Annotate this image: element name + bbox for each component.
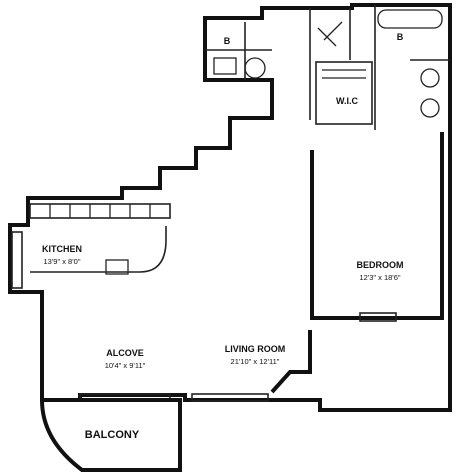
kitchen-label: KITCHEN [42, 244, 82, 254]
bedroom-wall [310, 132, 444, 320]
bath2-label: B [397, 32, 404, 42]
wic-label: W.I.C [336, 96, 358, 106]
kitchen-counter [29, 203, 171, 219]
wic-shelves [322, 69, 366, 79]
bath-wall [205, 22, 272, 80]
living-window [191, 393, 269, 402]
kitchen-island [30, 226, 167, 273]
alcove-size: 10'4" x 9'11" [105, 361, 146, 370]
kitchen-sink [105, 259, 129, 275]
toilet-fixture [420, 68, 440, 88]
bedroom-window [359, 312, 397, 322]
outer-wall [8, 3, 452, 412]
bath-sink-fixture [213, 57, 237, 75]
kitchen-size: 13'9" x 8'0" [44, 257, 81, 266]
tub-fixture [377, 9, 443, 29]
sink-fixture [420, 98, 440, 118]
living-wall-corner [270, 330, 312, 394]
door-swing [317, 21, 343, 47]
balcony-label: BALCONY [85, 429, 140, 441]
bedroom-size: 12'3" x 18'6" [359, 273, 400, 282]
bath-toilet-fixture [244, 57, 266, 79]
living-room-size: 21'10" x 12'11" [231, 357, 280, 366]
wic-outline [315, 61, 373, 125]
alcove-label: ALCOVE [106, 348, 144, 358]
closet-walls [309, 5, 450, 130]
counter-dividers [49, 204, 151, 218]
kitchen-window [11, 231, 23, 289]
balcony-outline [39, 398, 182, 472]
bath-label: B [224, 36, 231, 46]
bedroom-label: BEDROOM [357, 260, 404, 270]
living-room-label: LIVING ROOM [225, 344, 286, 354]
